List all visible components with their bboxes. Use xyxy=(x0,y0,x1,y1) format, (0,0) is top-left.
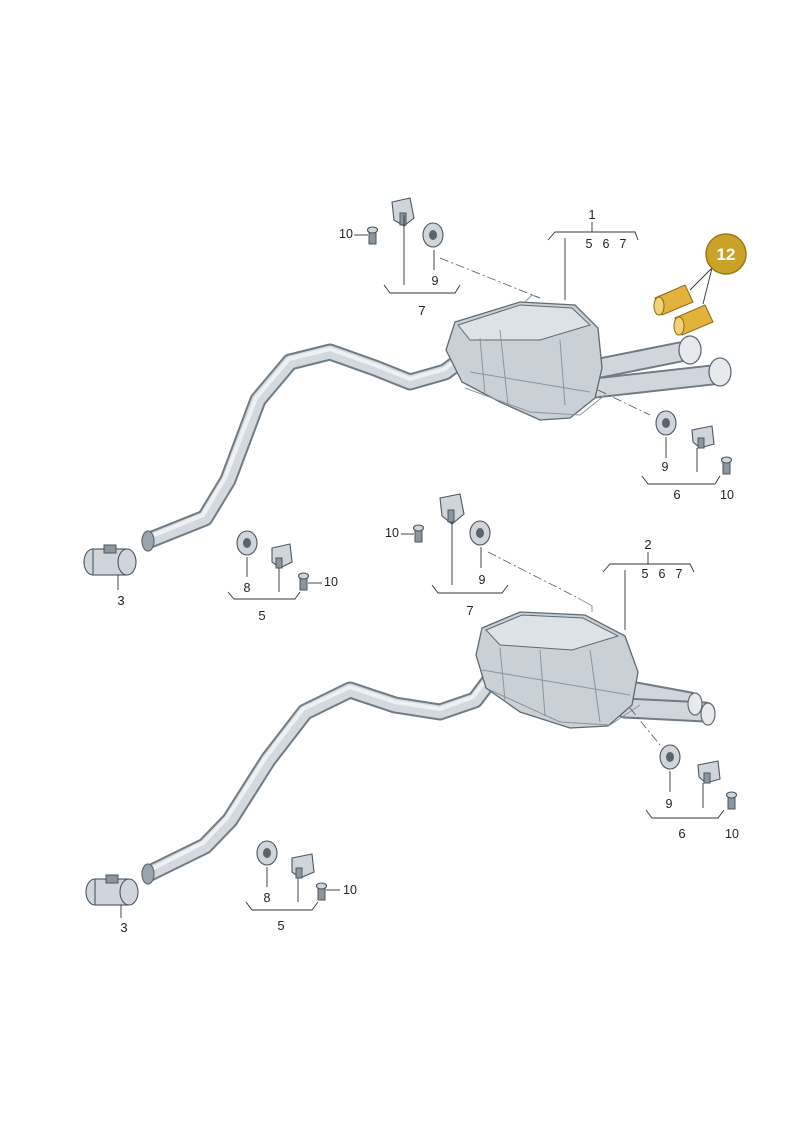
upper-tailpipe-a-end xyxy=(678,335,702,365)
label-10-upper-right: 10 xyxy=(720,488,734,502)
badge-label: 12 xyxy=(717,245,736,264)
label-5-lower: 5 xyxy=(277,918,284,933)
clamp-bolt xyxy=(103,544,117,554)
exhaust-tip-pair[interactable] xyxy=(653,284,714,336)
lower-tailpipe-a-end xyxy=(687,692,703,716)
rubber-mount-9-upper-right[interactable] xyxy=(655,410,677,436)
label-10-lower-left: 10 xyxy=(343,883,357,897)
hanger-bracket-lower-right[interactable] xyxy=(697,760,721,784)
upper-callouts: 1 5 6 7 7 9 10 9 6 10 8 5 10 3 xyxy=(117,207,734,623)
hanger-bracket-upper-left[interactable] xyxy=(271,543,293,569)
upper-right-mount-group xyxy=(655,410,733,475)
rubber-mount-9-lower-right[interactable] xyxy=(659,744,681,770)
clamp-bolt xyxy=(105,874,119,884)
bolt-10-upper-left[interactable] xyxy=(297,572,310,591)
hanger-bracket-lower-top[interactable] xyxy=(439,493,465,525)
hanger-bracket-upper-right[interactable] xyxy=(691,425,715,449)
label-10-upper-top: 10 xyxy=(339,227,353,241)
lower-muffler-bracket xyxy=(489,597,641,726)
exhaust-tip-b xyxy=(673,304,714,336)
upper-pipe-clamp[interactable] xyxy=(83,544,137,576)
bolt-10-lower-right[interactable] xyxy=(725,791,738,810)
label-3-lower: 3 xyxy=(120,920,127,935)
lower-pipe-clamp[interactable] xyxy=(85,874,139,906)
upper-left-mount-group xyxy=(236,530,310,591)
lower-left-mount-group xyxy=(256,840,328,901)
bolt-10-lower-top[interactable] xyxy=(412,524,425,543)
label-3-upper: 3 xyxy=(117,593,124,608)
label-10-upper-left: 10 xyxy=(324,575,338,589)
clamp-ring-right xyxy=(119,878,139,906)
lower-callouts: 2 5 6 7 7 9 10 9 6 10 8 5 10 3 xyxy=(120,522,739,935)
lower-tailpipe-b-end xyxy=(700,702,716,726)
bolt-10-upper-top[interactable] xyxy=(366,226,379,245)
lower-top-mount-group xyxy=(412,493,491,546)
rubber-mount-8-lower[interactable] xyxy=(256,840,278,866)
label-9-lower-top: 9 xyxy=(479,573,486,587)
upper-exhaust-assembly xyxy=(141,294,732,552)
lower-pipe-highlight xyxy=(150,675,490,871)
label-9-lower-right: 9 xyxy=(666,797,673,811)
exhaust-tip-a xyxy=(653,284,694,316)
label-2-sub-6: 6 xyxy=(659,567,666,581)
clamp-ring-right xyxy=(117,548,137,576)
lower-muffler-top xyxy=(485,614,620,651)
label-7-upper: 7 xyxy=(418,303,425,318)
upper-muffler-top xyxy=(457,304,591,341)
label-2-sub-7: 7 xyxy=(676,567,683,581)
hanger-bracket-lower-left[interactable] xyxy=(291,853,315,879)
label-10-lower-top: 10 xyxy=(385,526,399,540)
label-10-lower-right: 10 xyxy=(725,827,739,841)
upper-tailpipe-b-end xyxy=(708,357,732,387)
lower-muffler-seam xyxy=(481,647,631,723)
label-1-sub-7: 7 xyxy=(620,237,627,251)
lower-right-mount-group xyxy=(659,744,738,810)
label-5-upper: 5 xyxy=(258,608,265,623)
label-8-upper: 8 xyxy=(244,581,251,595)
part-number-badge-12[interactable]: 12 xyxy=(705,233,747,275)
upper-pipe-highlight xyxy=(150,347,468,538)
label-6-lower: 6 xyxy=(678,826,685,841)
upper-pipe-inlet xyxy=(141,530,155,552)
lower-pipe-inner xyxy=(143,673,497,880)
lower-exhaust-assembly xyxy=(141,597,716,885)
label-9-upper-right: 9 xyxy=(662,460,669,474)
label-6-upper: 6 xyxy=(673,487,680,502)
rubber-mount-9-upper-top[interactable] xyxy=(422,222,444,248)
label-9-upper-top: 9 xyxy=(432,274,439,288)
upper-pipe-inner xyxy=(143,345,475,547)
bolt-10-lower-left[interactable] xyxy=(315,882,328,901)
upper-tailpipe-a-inner xyxy=(581,343,689,379)
upper-tailpipe-b-inner xyxy=(586,366,721,397)
label-2-sub-5: 5 xyxy=(642,567,649,581)
lower-pipe-inlet xyxy=(141,863,155,885)
rubber-mount-9-lower-top[interactable] xyxy=(469,520,491,546)
upper-muffler-seam xyxy=(469,329,591,406)
badge-leader xyxy=(689,267,713,305)
lower-tailpipe-a-inner xyxy=(616,681,699,711)
hanger-bracket-upper-top[interactable] xyxy=(391,197,415,227)
bolt-10-upper-right[interactable] xyxy=(720,456,733,475)
label-1-sub-6: 6 xyxy=(603,237,610,251)
label-2: 2 xyxy=(644,537,651,552)
label-1-sub-5: 5 xyxy=(586,237,593,251)
upper-top-mount-group xyxy=(366,197,444,248)
label-8-lower: 8 xyxy=(264,891,271,905)
label-7-lower: 7 xyxy=(466,603,473,618)
rubber-mount-8-upper[interactable] xyxy=(236,530,258,556)
label-1: 1 xyxy=(588,207,595,222)
